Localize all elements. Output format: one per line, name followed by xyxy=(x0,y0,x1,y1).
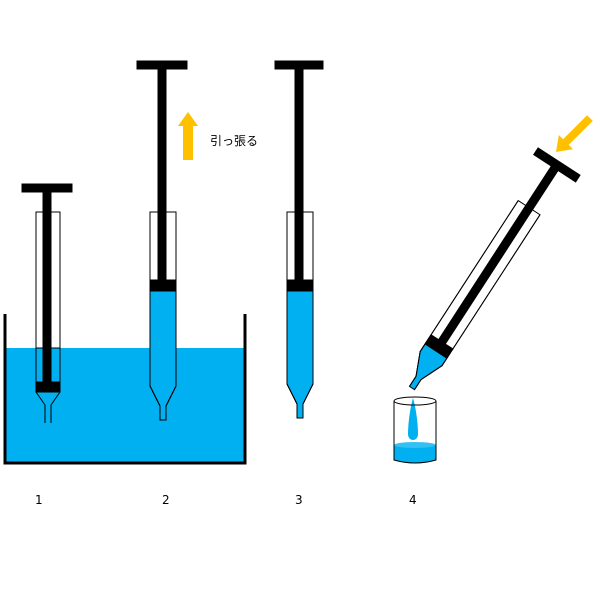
pull-label: 引っ張る xyxy=(210,134,259,148)
plunger-seal xyxy=(35,381,61,393)
step-label-2: 2 xyxy=(162,493,170,507)
plunger-seal xyxy=(286,279,314,292)
plunger-handle xyxy=(21,183,73,193)
tank-walls xyxy=(3,314,247,465)
syringe-4 xyxy=(408,147,581,391)
syringe-1 xyxy=(21,183,73,423)
push-arrow-icon xyxy=(556,115,593,152)
plunger-rod xyxy=(434,163,560,350)
syringe-3 xyxy=(274,60,324,419)
plunger-handle xyxy=(136,60,188,70)
plunger-rod xyxy=(42,189,52,385)
plunger-handle xyxy=(274,60,324,70)
syringe-2 xyxy=(136,60,188,421)
step-label-1: 1 xyxy=(35,493,43,507)
plunger-seal xyxy=(424,334,454,359)
step-label-3: 3 xyxy=(295,493,303,507)
water-drop xyxy=(408,398,418,440)
beaker xyxy=(393,396,437,464)
plunger-seal xyxy=(149,279,177,292)
plunger-handle xyxy=(533,147,581,183)
plunger-rod xyxy=(294,65,304,285)
step-label-4: 4 xyxy=(409,493,417,507)
pull-up-arrow-icon xyxy=(178,112,198,160)
plunger-rod xyxy=(157,65,167,285)
